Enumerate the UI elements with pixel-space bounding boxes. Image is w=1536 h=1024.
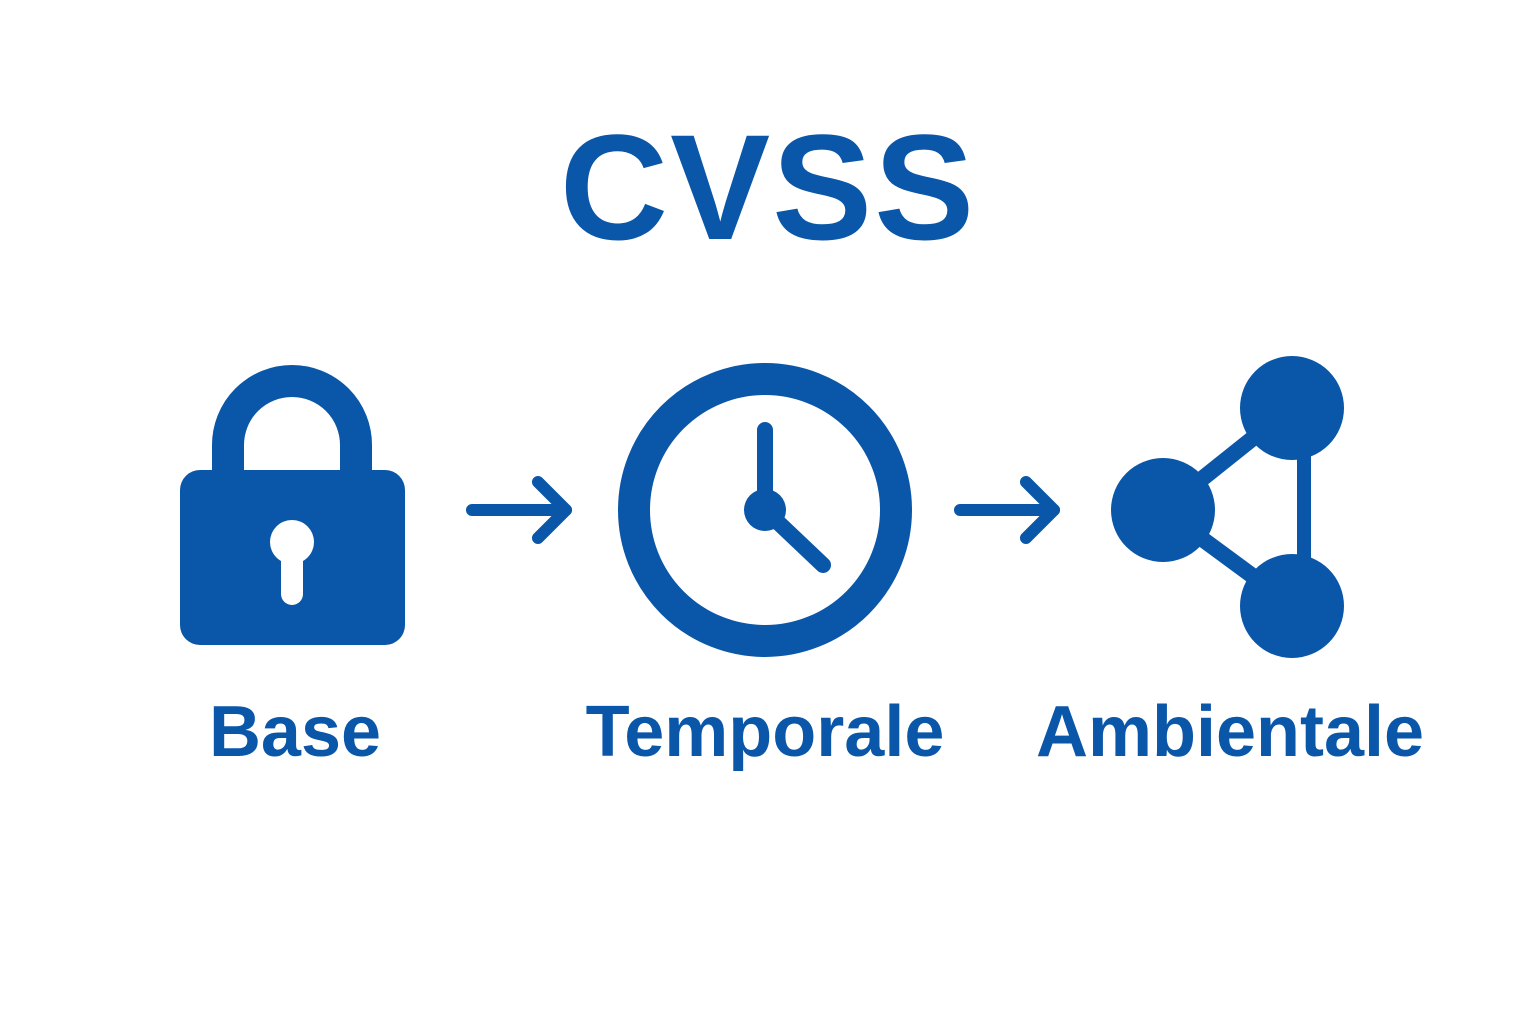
lock-icon xyxy=(180,365,405,645)
arrow-right-icon xyxy=(466,476,572,544)
clock-icon xyxy=(618,363,912,657)
step-label-base: Base xyxy=(208,692,382,772)
diagram-title: CVSS xyxy=(559,103,977,271)
share-nodes-icon xyxy=(1111,356,1344,658)
step-label-ambientale: Ambientale xyxy=(1035,692,1425,772)
step-label-temporale: Temporale xyxy=(585,692,945,772)
arrow-right-icon xyxy=(954,476,1060,544)
